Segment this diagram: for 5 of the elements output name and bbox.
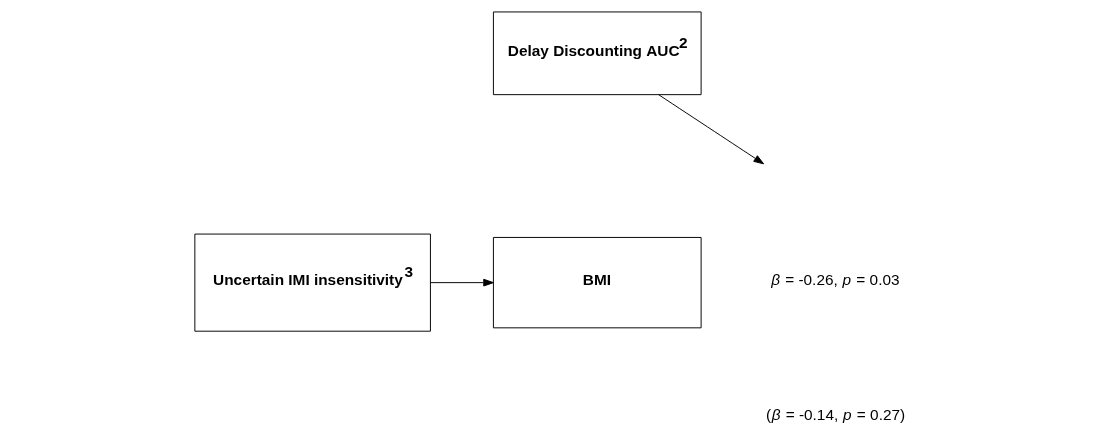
arrow: [657, 94, 764, 165]
label: (β = -0.14, p = 0.27): [765, 406, 905, 424]
arrow: [429, 278, 494, 287]
label: β = -0.26, p = 0.03: [770, 271, 900, 289]
node-box: BMI: [492, 236, 702, 329]
